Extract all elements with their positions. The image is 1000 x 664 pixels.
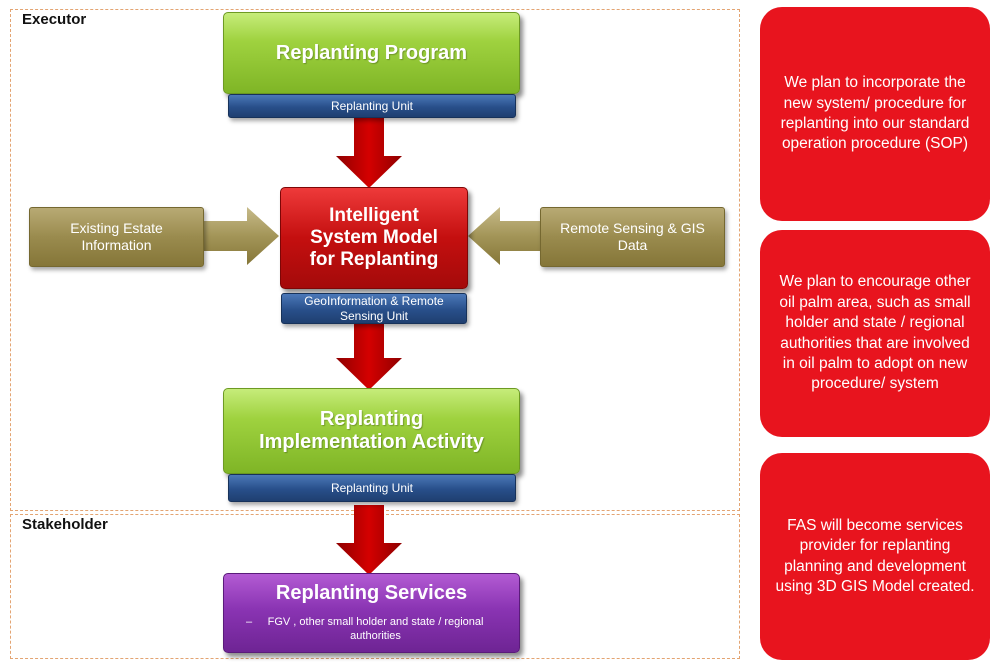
note-encourage-text: We plan to encourage other oil palm area… bbox=[779, 273, 971, 393]
remote-sensing-box: Remote Sensing & GIS Data bbox=[540, 207, 725, 267]
note-encourage: We plan to encourage other oil palm area… bbox=[760, 230, 990, 437]
implementation-box: Replanting Implementation Activity bbox=[223, 388, 520, 474]
replanting-services-title: Replanting Services bbox=[275, 582, 468, 604]
note-sop-text: We plan to incorporate the new system/ p… bbox=[780, 74, 970, 153]
executor-label: Executor bbox=[22, 11, 87, 28]
note-sop: We plan to incorporate the new system/ p… bbox=[760, 7, 990, 221]
replanting-unit-1-label: Replanting Unit bbox=[330, 98, 414, 113]
replanting-program-box: Replanting Program bbox=[223, 12, 520, 94]
implementation-title: Replanting Implementation Activity bbox=[259, 408, 484, 453]
intelligent-model-title: Intelligent System Model for Replanting bbox=[309, 205, 439, 270]
arrow-down-1 bbox=[336, 118, 402, 188]
replanting-program-title: Replanting Program bbox=[275, 41, 468, 64]
replanting-unit-1: Replanting Unit bbox=[228, 94, 516, 118]
existing-estate-label: Existing Estate Information bbox=[70, 219, 163, 254]
replanting-unit-2: Replanting Unit bbox=[228, 474, 516, 502]
stakeholder-label: Stakeholder bbox=[22, 516, 108, 533]
intelligent-model-box: Intelligent System Model for Replanting bbox=[280, 187, 468, 289]
services-subtitle: FGV , other small holder and state / reg… bbox=[267, 616, 484, 643]
replanting-unit-2-label: Replanting Unit bbox=[330, 480, 414, 495]
geoinfo-unit-label: GeoInformation & Remote Sensing Unit bbox=[304, 294, 444, 323]
replanting-services-box: Replanting Services – FGV , other small … bbox=[223, 573, 520, 653]
dash-icon: – bbox=[246, 616, 253, 628]
arrow-down-3 bbox=[336, 505, 402, 575]
arrow-right-olive bbox=[203, 207, 279, 265]
remote-sensing-label: Remote Sensing & GIS Data bbox=[560, 219, 705, 254]
services-subtitle-row: – FGV , other small holder and state / r… bbox=[224, 615, 519, 644]
note-fas-text: FAS will become services provider for re… bbox=[775, 516, 975, 595]
geoinfo-unit: GeoInformation & Remote Sensing Unit bbox=[281, 293, 467, 324]
note-fas: FAS will become services provider for re… bbox=[760, 453, 990, 660]
arrow-left-olive bbox=[468, 207, 546, 265]
arrow-down-2 bbox=[336, 320, 402, 390]
existing-estate-box: Existing Estate Information bbox=[29, 207, 204, 267]
